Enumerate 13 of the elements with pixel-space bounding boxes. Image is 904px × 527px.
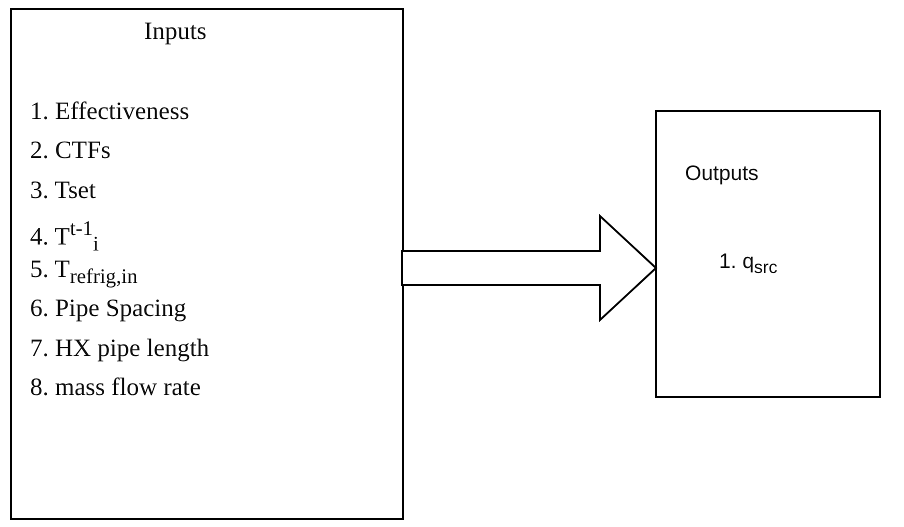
list-item: 7. HX pipe length [30, 334, 210, 362]
block-arrow [401, 214, 658, 322]
list-item: 6. Pipe Spacing [30, 295, 186, 323]
outputs-box [655, 110, 881, 398]
inputs-box [10, 8, 404, 520]
heading: Inputs [144, 18, 206, 46]
list-item: 1. q$_{src}$ [719, 250, 778, 278]
list-item: 2. CTFs [30, 137, 111, 165]
list-item: 1. Effectiveness [30, 98, 190, 126]
heading: Outputs [685, 162, 759, 186]
list-item: 3. Tset [30, 176, 96, 204]
list-item: 8. mass flow rate [30, 374, 201, 402]
list-item: 5. T$_{refrig,in}$ [30, 256, 138, 288]
